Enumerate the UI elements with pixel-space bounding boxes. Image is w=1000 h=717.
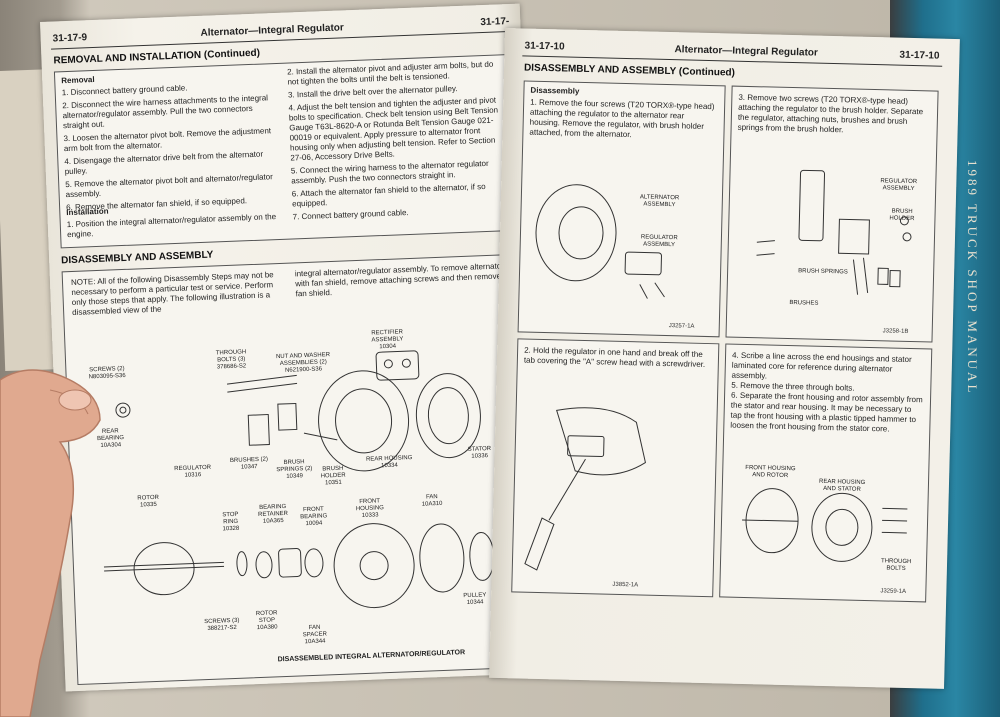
label-regulator-assembly-1: REGULATOR ASSEMBLY — [640, 234, 678, 249]
left-page-number-clipped: 31-17- — [480, 15, 510, 29]
label-fan-spacer: FAN SPACER 10A344 — [302, 624, 328, 646]
label-front-housing-rotor: FRONT HOUSING AND ROTOR — [745, 465, 796, 480]
label-brush-springs-2: BRUSH SPRINGS — [798, 268, 848, 276]
right-page-number-right: 31-17-10 — [899, 49, 940, 62]
section-title-disassembly: DISASSEMBLY AND ASSEMBLY — [60, 249, 214, 267]
label-brushes: BRUSHES (2) 10347 — [229, 456, 269, 471]
label-rectifier: RECTIFIER ASSEMBLY 10304 — [371, 329, 404, 351]
step-box-3: 3. Remove two screws (T20 TORX®-type hea… — [725, 85, 939, 343]
label-fan: FAN 10A310 — [421, 494, 443, 508]
installation-step-continued-3: 4. Adjust the belt tension and tighten t… — [288, 95, 499, 163]
label-rotor-stop: ROTOR STOP 10A380 — [255, 610, 278, 632]
label-stop-ring: STOP RING 10328 — [222, 511, 240, 533]
left-page-number: 31-17-9 — [52, 32, 88, 45]
label-rear-housing: REAR HOUSING 10334 — [365, 455, 413, 470]
exploded-diagram — [103, 350, 495, 609]
label-pulley: PULLEY 10344 — [463, 592, 487, 607]
step-box-2: 2. Hold the regulator in one hand and br… — [511, 338, 720, 598]
label-brush-springs: BRUSH SPRINGS (2) 10349 — [276, 459, 313, 480]
label-regulator-assembly-2: REGULATOR ASSEMBLY — [880, 178, 918, 193]
label-brush-holder: BRUSH HOLDER 10351 — [320, 465, 346, 487]
left-running-title: Alternator—Integral Regulator — [200, 22, 345, 39]
housing-separation-figure — [742, 488, 908, 562]
label-brushes-2: BRUSHES — [789, 300, 819, 307]
installation-steps-continued: 2. Install the alternator pivot and adju… — [287, 59, 508, 225]
label-screws-3: SCREWS (3) 388217-S2 — [204, 617, 240, 633]
label-rotor: ROTOR 10335 — [137, 494, 160, 509]
screwdriver-figure — [524, 407, 646, 571]
figure-number-1: J3257-1A — [668, 323, 695, 330]
label-alternator-assembly: ALTERNATOR ASSEMBLY — [639, 194, 680, 209]
label-front-housing: FRONT HOUSING 10333 — [355, 498, 385, 520]
brush-holder-figure — [756, 169, 912, 295]
label-brush-holder-2: BRUSH HOLDER — [889, 208, 915, 223]
removal-installation-box: Removal 1. Disconnect battery ground cab… — [53, 54, 515, 249]
left-page: 31-17-9 Alternator—Integral Regulator 31… — [40, 3, 546, 692]
exploded-view-box: NOTE: All of the following Disassembly S… — [61, 253, 532, 686]
label-stator: STATOR 10336 — [467, 446, 492, 460]
figure-number-3: J3852-1A — [612, 581, 639, 589]
right-page: 31-17-10 Alternator—Integral Regulator 3… — [489, 28, 960, 689]
removal-steps: 1. Disconnect battery ground cable.2. Di… — [62, 80, 282, 216]
alternator-regulator-figure — [535, 184, 665, 299]
figure-number-2: J3258-1B — [882, 328, 909, 335]
figure-number-4: J3259-1A — [880, 588, 907, 595]
label-nut-washer: NUT AND WASHER ASSEMBLIES (2) N621900-S3… — [275, 352, 331, 374]
label-front-bearing: FRONT BEARING 10094 — [300, 506, 328, 528]
label-through-bolts-2: THROUGH BOLTS — [881, 558, 912, 572]
label-through-bolts: THROUGH BOLTS (3) 378686-S2 — [215, 349, 247, 371]
right-running-title: Alternator—Integral Regulator — [674, 44, 818, 59]
step-box-4: 4. Scribe a line across the end housings… — [719, 343, 933, 603]
right-page-number-left: 31-17-10 — [524, 40, 565, 53]
right-section-title: DISASSEMBLY AND ASSEMBLY (Continued) — [523, 62, 736, 79]
hand-holding-manual — [0, 369, 101, 717]
removal-step-2: 2. Disconnect the wire harness attachmen… — [62, 93, 269, 131]
label-regulator: REGULATOR 10316 — [174, 464, 212, 479]
book-spine-title: 1989 TRUCK SHOP MANUAL — [965, 160, 980, 396]
section-title-removal: REMOVAL AND INSTALLATION (Continued) — [53, 47, 261, 67]
label-bearing-retainer: BEARING RETAINER 10A365 — [257, 503, 289, 525]
step-box-1: Disassembly 1. Remove the four screws (T… — [517, 80, 726, 338]
label-rear-housing-stator: REAR HOUSING AND STATOR — [818, 478, 866, 493]
